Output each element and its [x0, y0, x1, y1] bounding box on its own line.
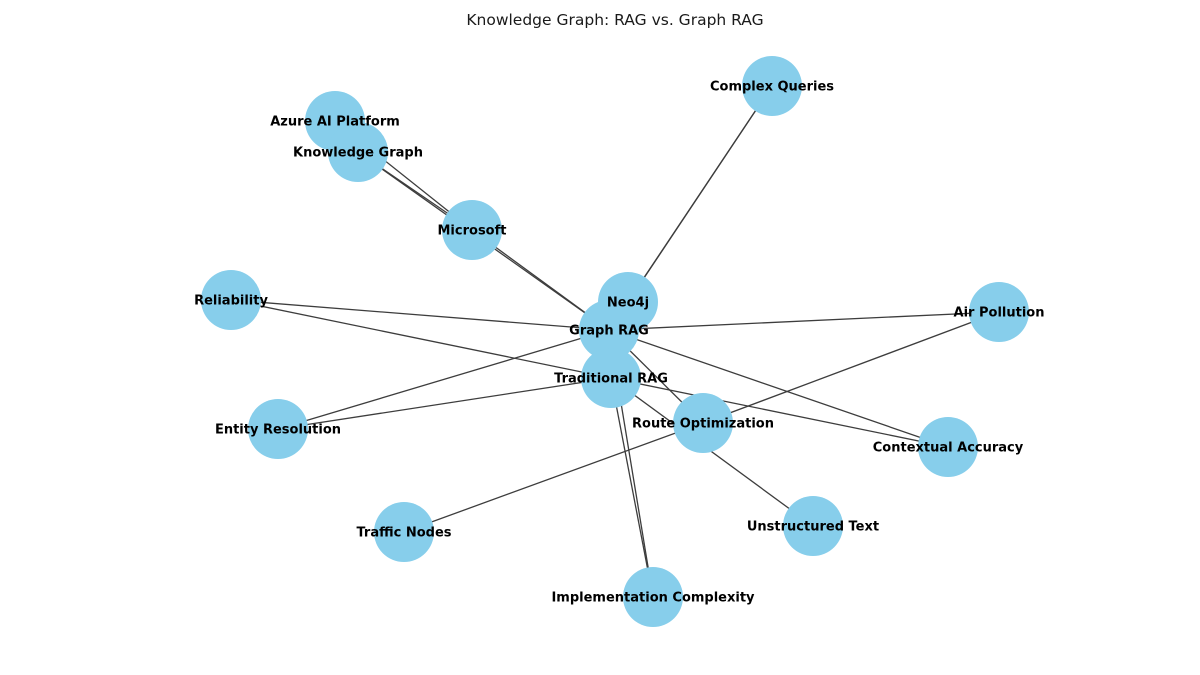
graph-edge	[277, 329, 610, 430]
graph-node-knowledge-graph	[328, 122, 388, 182]
graph-node-label-unstructured-text: Unstructured Text	[747, 520, 879, 535]
graph-node-label-contextual-accuracy: Contextual Accuracy	[873, 441, 1024, 456]
graph-edge	[608, 311, 1000, 331]
graph-edge	[608, 329, 949, 448]
graph-node-label-complex-queries: Complex Queries	[710, 80, 834, 95]
graph-node-label-knowledge-graph: Knowledge Graph	[293, 146, 423, 161]
graph-node-air-pollution	[969, 282, 1029, 342]
graph-node-traditional-rag	[581, 348, 641, 408]
graph-node-label-air-pollution: Air Pollution	[954, 306, 1045, 321]
graph-nodes-layer	[201, 56, 1029, 627]
graph-node-complex-queries	[742, 56, 802, 116]
graph-edge	[230, 299, 610, 331]
graph-node-microsoft	[442, 200, 502, 260]
graph-node-label-traffic-nodes: Traffic Nodes	[356, 526, 451, 541]
graph-node-label-microsoft: Microsoft	[438, 224, 507, 239]
graph-node-label-implementation-complexity: Implementation Complexity	[551, 591, 755, 606]
graph-node-label-reliability: Reliability	[194, 294, 268, 309]
graph-node-implementation-complexity	[623, 567, 683, 627]
graph-edge	[403, 422, 704, 533]
graph-edge	[702, 311, 1000, 424]
graph-node-label-route-optimization: Route Optimization	[632, 417, 774, 432]
graph-node-route-optimization	[673, 393, 733, 453]
graph-edges-layer	[230, 85, 1000, 598]
graph-edge	[230, 299, 612, 379]
graph-edge	[610, 377, 814, 527]
graph-node-reliability	[201, 270, 261, 330]
graph-edge	[610, 377, 654, 598]
graph-edge	[610, 377, 949, 448]
graph-node-entity-resolution	[248, 399, 308, 459]
graph-edge	[277, 377, 612, 430]
graph-title: Knowledge Graph: RAG vs. Graph RAG	[466, 11, 763, 29]
graph-node-label-entity-resolution: Entity Resolution	[215, 423, 341, 438]
graph-node-label-azure-ai-platform: Azure AI Platform	[270, 115, 400, 130]
graph-node-contextual-accuracy	[918, 417, 978, 477]
graph-node-label-neo4j: Neo4j	[607, 296, 649, 311]
graph-node-label-graph-rag: Graph RAG	[569, 324, 649, 339]
graph-node-graph-rag	[579, 300, 639, 360]
graph-node-label-traditional-rag: Traditional RAG	[554, 372, 668, 387]
graph-node-unstructured-text	[783, 496, 843, 556]
graph-node-traffic-nodes	[374, 502, 434, 562]
